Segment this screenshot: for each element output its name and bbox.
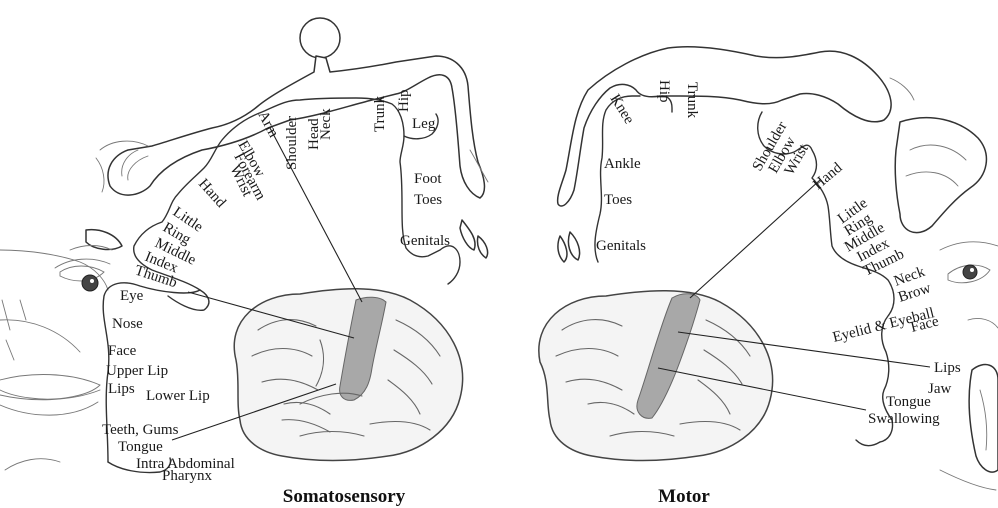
- motor-title: Motor: [658, 486, 710, 507]
- label-lower-lip: Lower Lip: [146, 388, 210, 404]
- label-eye: Eye: [120, 288, 144, 304]
- label-toes: Toes: [414, 192, 442, 208]
- label-motor-ankle: Ankle: [604, 156, 641, 172]
- label-trunk: Trunk: [372, 95, 388, 132]
- label-motor-genitals: Genitals: [596, 238, 646, 254]
- label-upper-lip: Upper Lip: [106, 363, 168, 379]
- label-motor-tongue: Tongue: [886, 394, 931, 410]
- label-shoulder: Shoulder: [284, 116, 300, 170]
- label-tongue: Tongue: [118, 439, 163, 455]
- label-nose: Nose: [112, 316, 143, 332]
- label-motor-trunk: Trunk: [684, 82, 700, 119]
- label-neck: Neck: [318, 108, 334, 140]
- label-genitals: Genitals: [400, 233, 450, 249]
- somatosensory-title: Somatosensory: [283, 486, 406, 507]
- label-foot: Foot: [414, 171, 442, 187]
- label-teeth-gums: Teeth, Gums: [102, 422, 179, 438]
- label-face: Face: [108, 343, 137, 359]
- label-motor-lips: Lips: [934, 360, 961, 376]
- label-pharynx: Pharynx: [162, 468, 212, 484]
- sensory-face-drawing: [0, 250, 110, 470]
- label-lips: Lips: [108, 381, 135, 397]
- motor-panel: Hip Trunk Knee Ankle Toes Genitals Shoul…: [539, 47, 998, 507]
- label-hand: Hand: [195, 176, 229, 211]
- label-motor-hand: Hand: [810, 160, 846, 193]
- label-motor-hip: Hip: [656, 80, 672, 103]
- label-leg: Leg: [412, 116, 436, 132]
- label-motor-jaw: Jaw: [928, 381, 951, 397]
- somatosensory-panel: Arm Shoulder Head Neck Trunk Hip Leg Elb…: [0, 18, 488, 507]
- label-motor-knee: Knee: [607, 92, 638, 128]
- motor-brain-drawing: [539, 291, 773, 461]
- label-motor-toes: Toes: [604, 192, 632, 208]
- label-motor-swallowing: Swallowing: [868, 411, 940, 427]
- label-hip: Hip: [396, 90, 412, 113]
